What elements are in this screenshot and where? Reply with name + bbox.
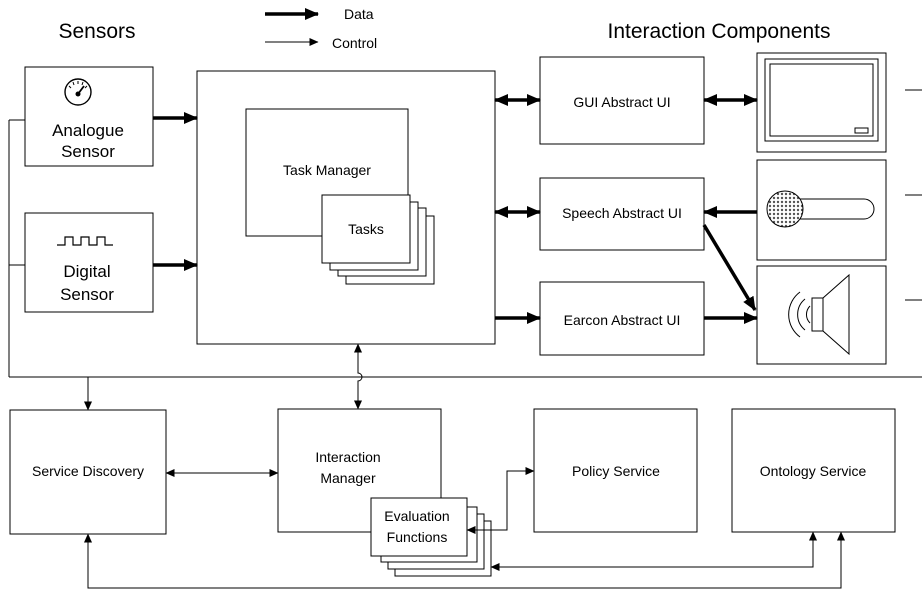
interaction-manager-label-line2: Manager [320, 470, 376, 486]
speech-abstract-ui-label: Speech Abstract UI [562, 205, 682, 221]
ontology-service-box: Ontology Service [731, 408, 896, 533]
digital-sensor-label-line2: Sensor [60, 285, 114, 304]
analogue-sensor-label-line2: Sensor [61, 142, 115, 161]
monitor-icon [764, 58, 879, 142]
earcon-abstract-ui-box: Earcon Abstract UI [539, 281, 705, 356]
task-manager-label: Task Manager [283, 162, 371, 178]
digital-sensor-label-line1: Digital [63, 262, 110, 281]
sensor-bus [8, 89, 922, 378]
center-interaction-manager-arrow [354, 343, 363, 410]
policy-service-box: Policy Service [533, 408, 698, 533]
evaluation-policy-arrow [466, 467, 535, 534]
speaker-icon [788, 273, 850, 356]
evaluation-functions-label-line1: Evaluation [384, 508, 449, 524]
earcon-abstract-ui-label: Earcon Abstract UI [564, 312, 681, 328]
legend-control-label: Control [332, 35, 377, 51]
evaluation-functions-stack: Evaluation Functions [370, 497, 492, 577]
microphone-icon [766, 190, 875, 228]
sensors-heading: Sensors [58, 20, 135, 43]
tasks-stack: Tasks [321, 194, 435, 285]
evaluation-functions-label-line2: Functions [387, 529, 448, 545]
square-wave-icon [57, 236, 113, 246]
service-discovery-label: Service Discovery [32, 463, 144, 479]
gauge-icon [64, 78, 92, 106]
tasks-label: Tasks [348, 221, 384, 237]
service-discovery-box: Service Discovery [9, 409, 167, 535]
evaluation-ontology-arrow [490, 531, 817, 571]
ontology-service-label: Ontology Service [760, 463, 867, 479]
gui-abstract-ui-label: GUI Abstract UI [573, 94, 670, 110]
discovery-ontology-bottom-arrow [84, 531, 845, 589]
gui-abstract-ui-box: GUI Abstract UI [539, 56, 705, 145]
analogue-sensor-label-line1: Analogue [52, 121, 124, 140]
speech-to-speaker-arrow [702, 224, 757, 311]
interaction-manager-label-line1: Interaction [315, 449, 380, 465]
speech-abstract-ui-box: Speech Abstract UI [539, 177, 705, 251]
monitor-component [756, 52, 887, 153]
policy-service-label: Policy Service [572, 463, 660, 479]
legend: Data Control [265, 6, 377, 51]
interaction-components-heading: Interaction Components [608, 20, 831, 43]
legend-data-label: Data [344, 6, 374, 22]
microphone-component [756, 159, 887, 261]
speaker-component [756, 265, 887, 365]
analogue-sensor-box: Analogue Sensor [24, 66, 154, 167]
digital-sensor-box: Digital Sensor [24, 212, 154, 313]
